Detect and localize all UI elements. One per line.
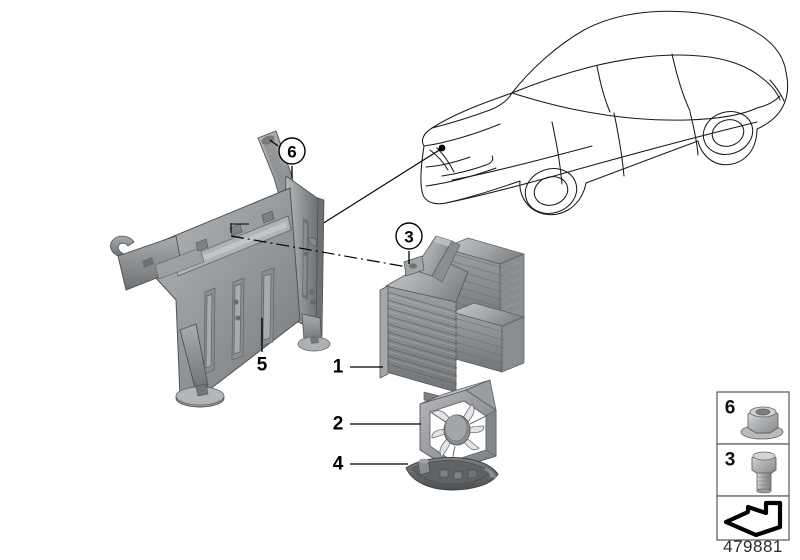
callout-leaders xyxy=(261,139,421,465)
cooling-fan xyxy=(419,379,497,471)
fan-holder-clip xyxy=(405,457,499,491)
callout-3-label: 3 xyxy=(404,228,413,247)
callout-4-label: 4 xyxy=(333,454,344,475)
callout-5-label: 5 xyxy=(257,355,268,376)
mounting-bracket xyxy=(110,130,331,408)
callout-1-label: 1 xyxy=(333,357,344,378)
vehicle-outline xyxy=(420,10,789,216)
amplifier-module xyxy=(379,235,526,405)
part-number: 479881 xyxy=(723,537,783,556)
direction-arrow-icon xyxy=(723,500,783,538)
callout-2-label: 2 xyxy=(333,414,344,435)
legend-number-6: 6 xyxy=(725,398,736,419)
legend-panel: 6 3 xyxy=(716,391,790,541)
callout-6: 6 xyxy=(278,137,306,165)
callout-6-label: 6 xyxy=(287,143,296,162)
legend-number-3: 3 xyxy=(725,450,736,471)
leader-vehicle-to-bracket xyxy=(321,148,442,225)
flange-nut-icon xyxy=(740,406,784,440)
hex-bolt-icon xyxy=(751,451,777,494)
callout-3: 3 xyxy=(395,222,423,250)
